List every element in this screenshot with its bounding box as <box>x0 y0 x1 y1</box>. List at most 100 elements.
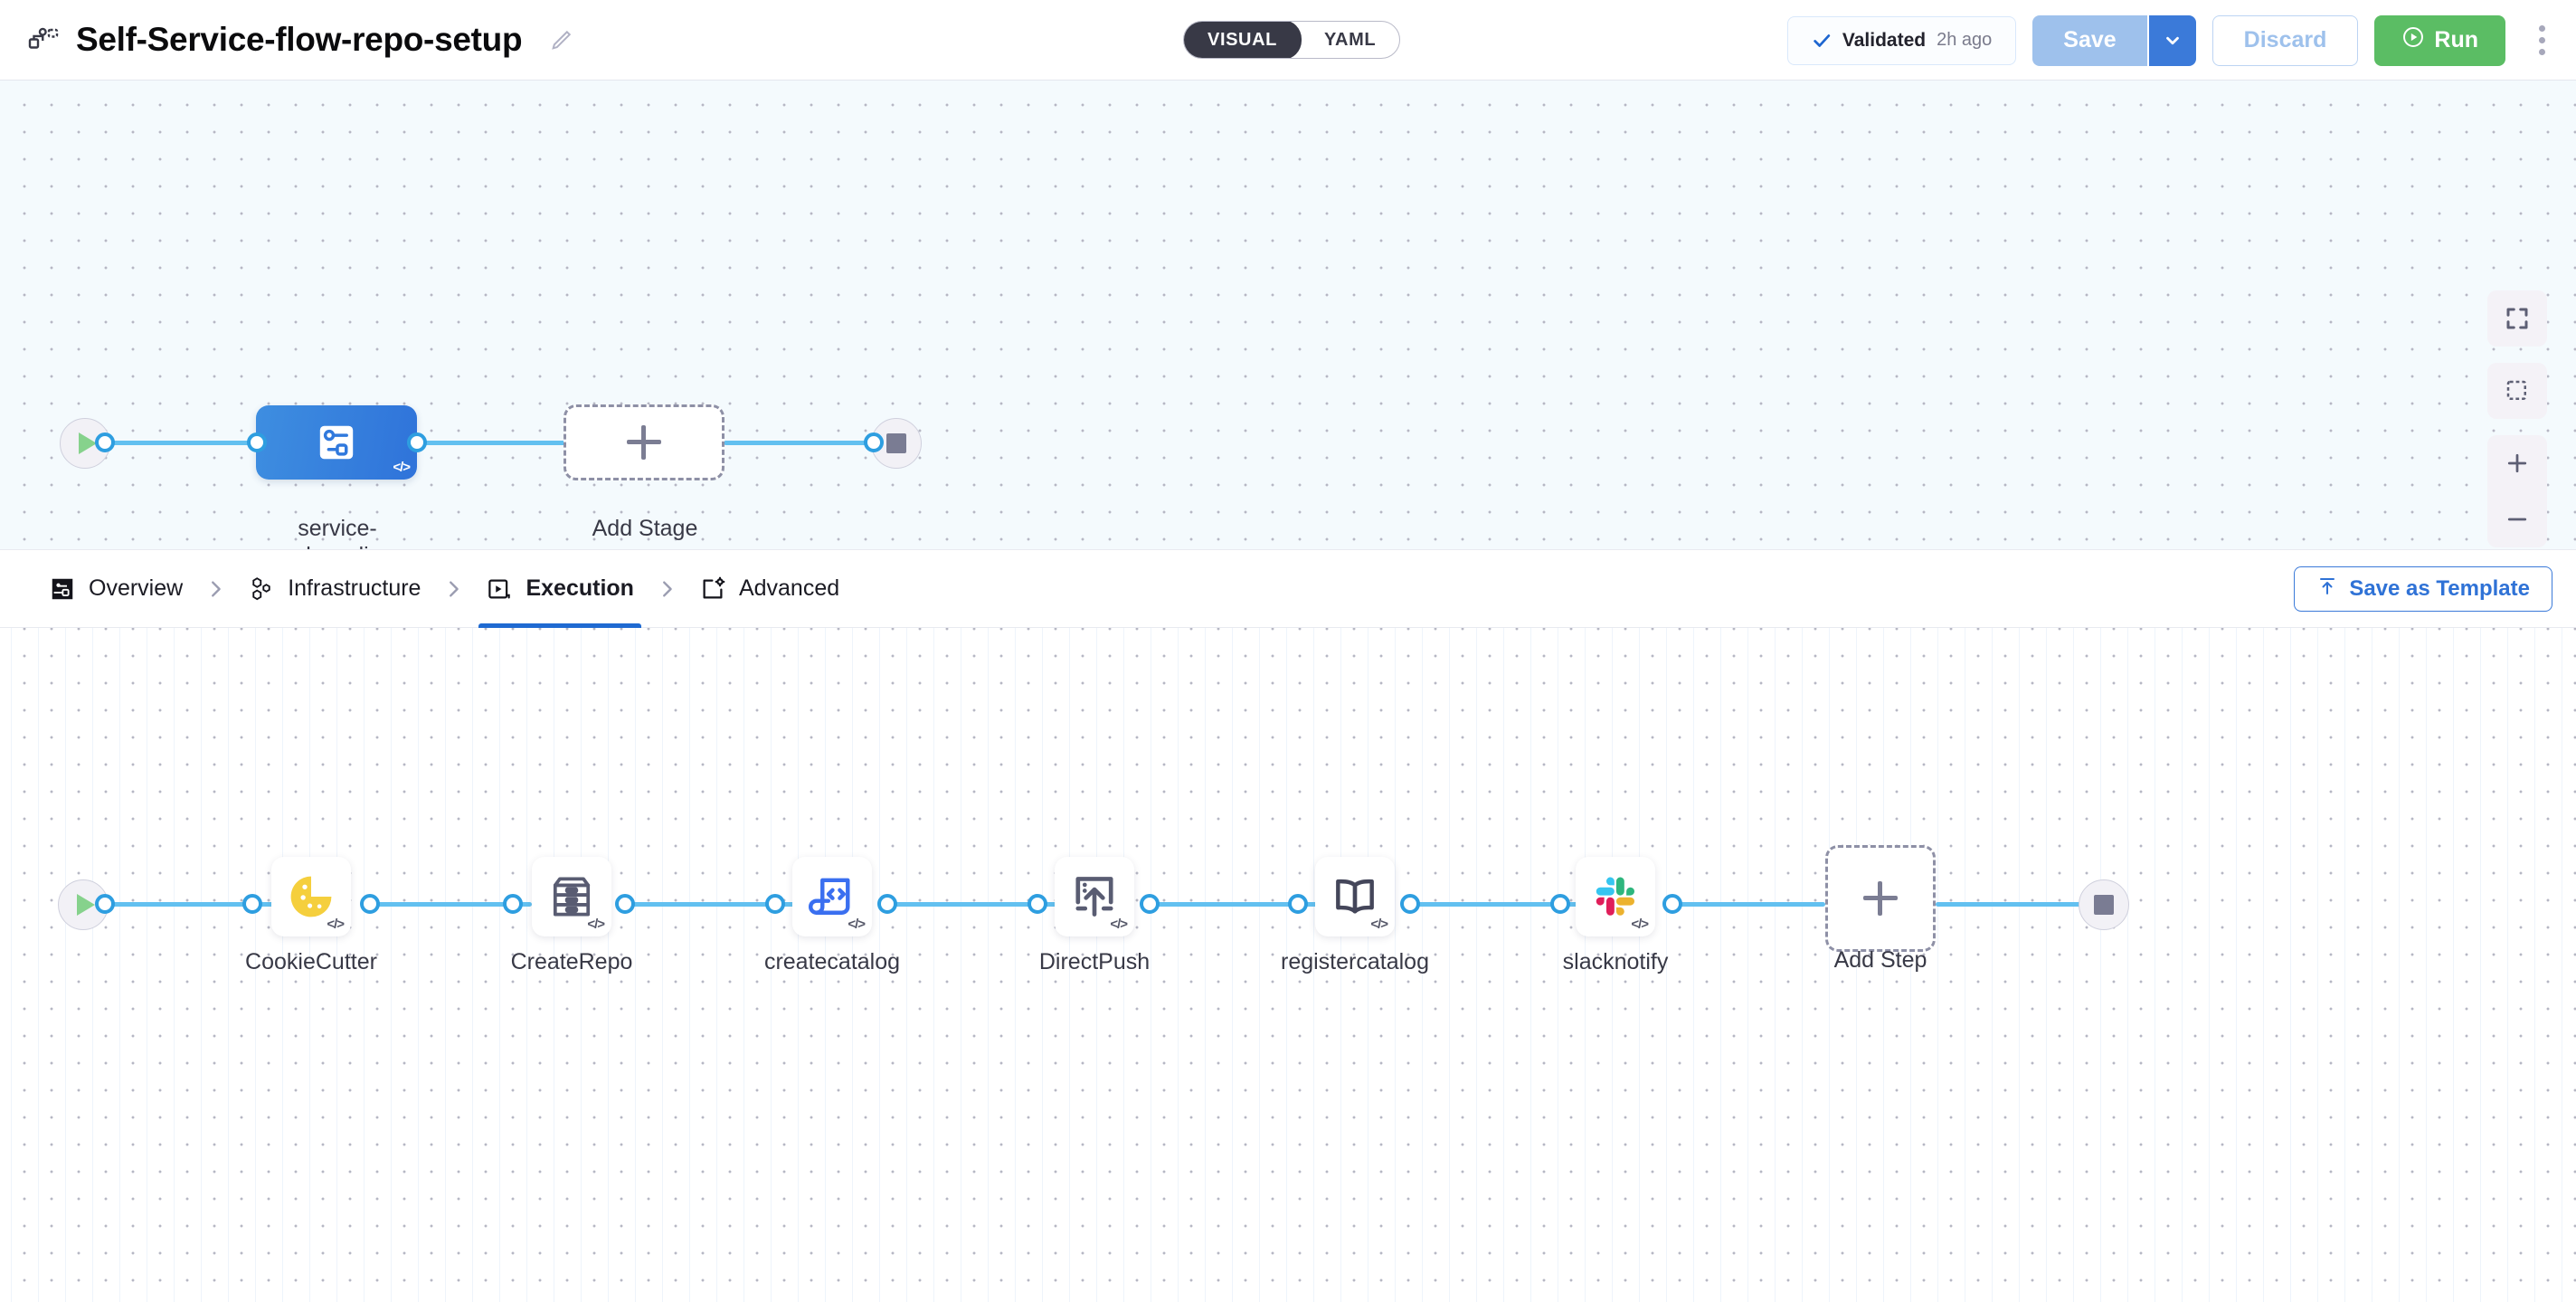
stage-node-input-port[interactable] <box>247 432 267 452</box>
step-link-2 <box>624 902 796 907</box>
step-link-7 <box>1936 902 2089 907</box>
step-registercatalog-input-port[interactable] <box>1288 894 1308 914</box>
step-link-0 <box>99 902 280 907</box>
add-step-label: Add Step <box>1833 947 1927 973</box>
stage-canvas[interactable]: </> service- onboarding Add Stage <box>0 81 2576 550</box>
save-button[interactable]: Save <box>2032 14 2147 66</box>
step-slacknotify-input-port[interactable] <box>1550 894 1570 914</box>
step-directpush-label: DirectPush <box>1038 949 1151 974</box>
step-node-slacknotify[interactable]: </> <box>1576 857 1655 936</box>
view-mode-toggle[interactable]: VISUAL YAML <box>1183 21 1401 59</box>
step-link-1 <box>369 902 532 907</box>
step-createrepo-output-port[interactable] <box>615 894 635 914</box>
add-stage-button[interactable] <box>564 404 724 480</box>
cookie-icon <box>290 876 332 917</box>
plus-icon <box>1863 881 1898 916</box>
step-registercatalog-output-port[interactable] <box>1400 894 1420 914</box>
step-canvas[interactable]: </> CookieCutter </> CreateRepo <box>0 628 2576 1302</box>
play-icon <box>78 432 97 454</box>
step-cookiecutter-output-port[interactable] <box>360 894 380 914</box>
tab-execution[interactable]: Execution <box>478 550 642 628</box>
code-badge: </> <box>327 917 345 932</box>
run-button[interactable]: Run <box>2374 14 2505 66</box>
step-createcatalog-label: createcatalog <box>763 949 901 974</box>
validated-timestamp: 2h ago <box>1937 30 1993 50</box>
zoom-controls <box>2487 435 2547 547</box>
status-badge: Validated 2h ago <box>1786 15 2017 65</box>
discard-button[interactable]: Discard <box>2211 14 2359 66</box>
play-circle-icon <box>2401 25 2425 55</box>
zoom-in-button[interactable] <box>2487 435 2547 491</box>
stage-start-port[interactable] <box>95 432 115 452</box>
mode-option-visual[interactable]: VISUAL <box>1184 22 1302 58</box>
stage-end-port[interactable] <box>864 432 884 452</box>
minus-icon <box>2507 518 2527 521</box>
mode-option-yaml[interactable]: YAML <box>1323 29 1377 50</box>
tab-separator-1 <box>190 577 241 601</box>
stage-link-end <box>724 441 886 445</box>
overview-flow-icon <box>49 575 76 603</box>
upload-template-icon <box>2316 575 2338 603</box>
fit-to-screen-button[interactable] <box>2487 290 2547 347</box>
marquee-select-button[interactable] <box>2487 363 2547 419</box>
step-node-createrepo[interactable]: </> <box>532 857 611 936</box>
zoom-out-button[interactable] <box>2487 491 2547 547</box>
step-end-node[interactable] <box>2079 879 2129 930</box>
step-directpush-output-port[interactable] <box>1140 894 1160 914</box>
step-createrepo-input-port[interactable] <box>503 894 523 914</box>
step-slacknotify-output-port[interactable] <box>1662 894 1682 914</box>
save-button-group: Save <box>2032 14 2196 66</box>
push-upload-icon <box>1075 877 1113 917</box>
step-node-registercatalog[interactable]: </> <box>1315 857 1395 936</box>
fullscreen-icon <box>2506 308 2528 329</box>
step-node-createcatalog[interactable]: </> <box>792 857 872 936</box>
tab-advanced-label: Advanced <box>738 575 840 601</box>
tab-infrastructure[interactable]: Infrastructure <box>241 550 428 628</box>
save-dropdown-button[interactable] <box>2146 14 2196 66</box>
step-node-directpush[interactable]: </> <box>1055 857 1134 936</box>
save-as-template-label: Save as Template <box>2349 576 2530 601</box>
stage-node-output-port[interactable] <box>407 432 427 452</box>
save-as-template-button[interactable]: Save as Template <box>2294 566 2552 612</box>
step-node-cookiecutter[interactable]: </> <box>271 857 351 936</box>
check-icon <box>1812 31 1832 51</box>
step-cookiecutter-input-port[interactable] <box>242 894 262 914</box>
tab-overview-label: Overview <box>89 575 184 601</box>
edit-pencil-icon[interactable] <box>549 27 574 52</box>
code-badge: </> <box>1110 917 1128 932</box>
play-icon <box>76 894 95 916</box>
stage-node-service-onboarding[interactable]: </> <box>256 405 417 480</box>
step-directpush-input-port[interactable] <box>1028 894 1047 914</box>
step-link-5 <box>1409 902 1581 907</box>
pipeline-icon <box>27 24 60 55</box>
tab-advanced[interactable]: Advanced <box>692 550 847 628</box>
execution-play-icon <box>486 575 513 603</box>
add-step-button[interactable] <box>1825 845 1936 952</box>
chevron-right-icon <box>450 580 459 597</box>
stage-link-mid <box>414 441 568 445</box>
stage-node-label: service- onboarding <box>280 516 393 549</box>
open-book-icon <box>1336 879 1374 914</box>
tab-infrastructure-label: Infrastructure <box>288 575 421 601</box>
step-cookiecutter-label: CookieCutter <box>245 949 377 974</box>
plus-icon <box>627 425 661 460</box>
page-title: Self-Service-flow-repo-setup <box>76 21 523 58</box>
app-header: Self-Service-flow-repo-setup VISUAL YAML… <box>0 0 2576 81</box>
step-createrepo-label: CreateRepo <box>510 949 633 974</box>
tab-overview[interactable]: Overview <box>42 550 190 628</box>
step-createcatalog-output-port[interactable] <box>877 894 897 914</box>
chevron-right-icon <box>663 580 672 597</box>
stage-link-start <box>99 441 280 445</box>
add-stage-label: Add Stage <box>592 516 698 541</box>
step-start-port[interactable] <box>95 894 115 914</box>
step-createcatalog-input-port[interactable] <box>765 894 785 914</box>
step-link-3 <box>886 902 1058 907</box>
plus-icon <box>2507 453 2527 473</box>
kebab-menu-icon[interactable] <box>2524 15 2560 66</box>
code-badge: </> <box>1631 917 1649 932</box>
step-link-6 <box>1672 902 1825 907</box>
stop-icon <box>886 433 906 453</box>
chevron-down-icon <box>2165 36 2179 44</box>
step-slacknotify-label: slacknotify <box>1562 949 1669 974</box>
run-label: Run <box>2434 27 2478 52</box>
